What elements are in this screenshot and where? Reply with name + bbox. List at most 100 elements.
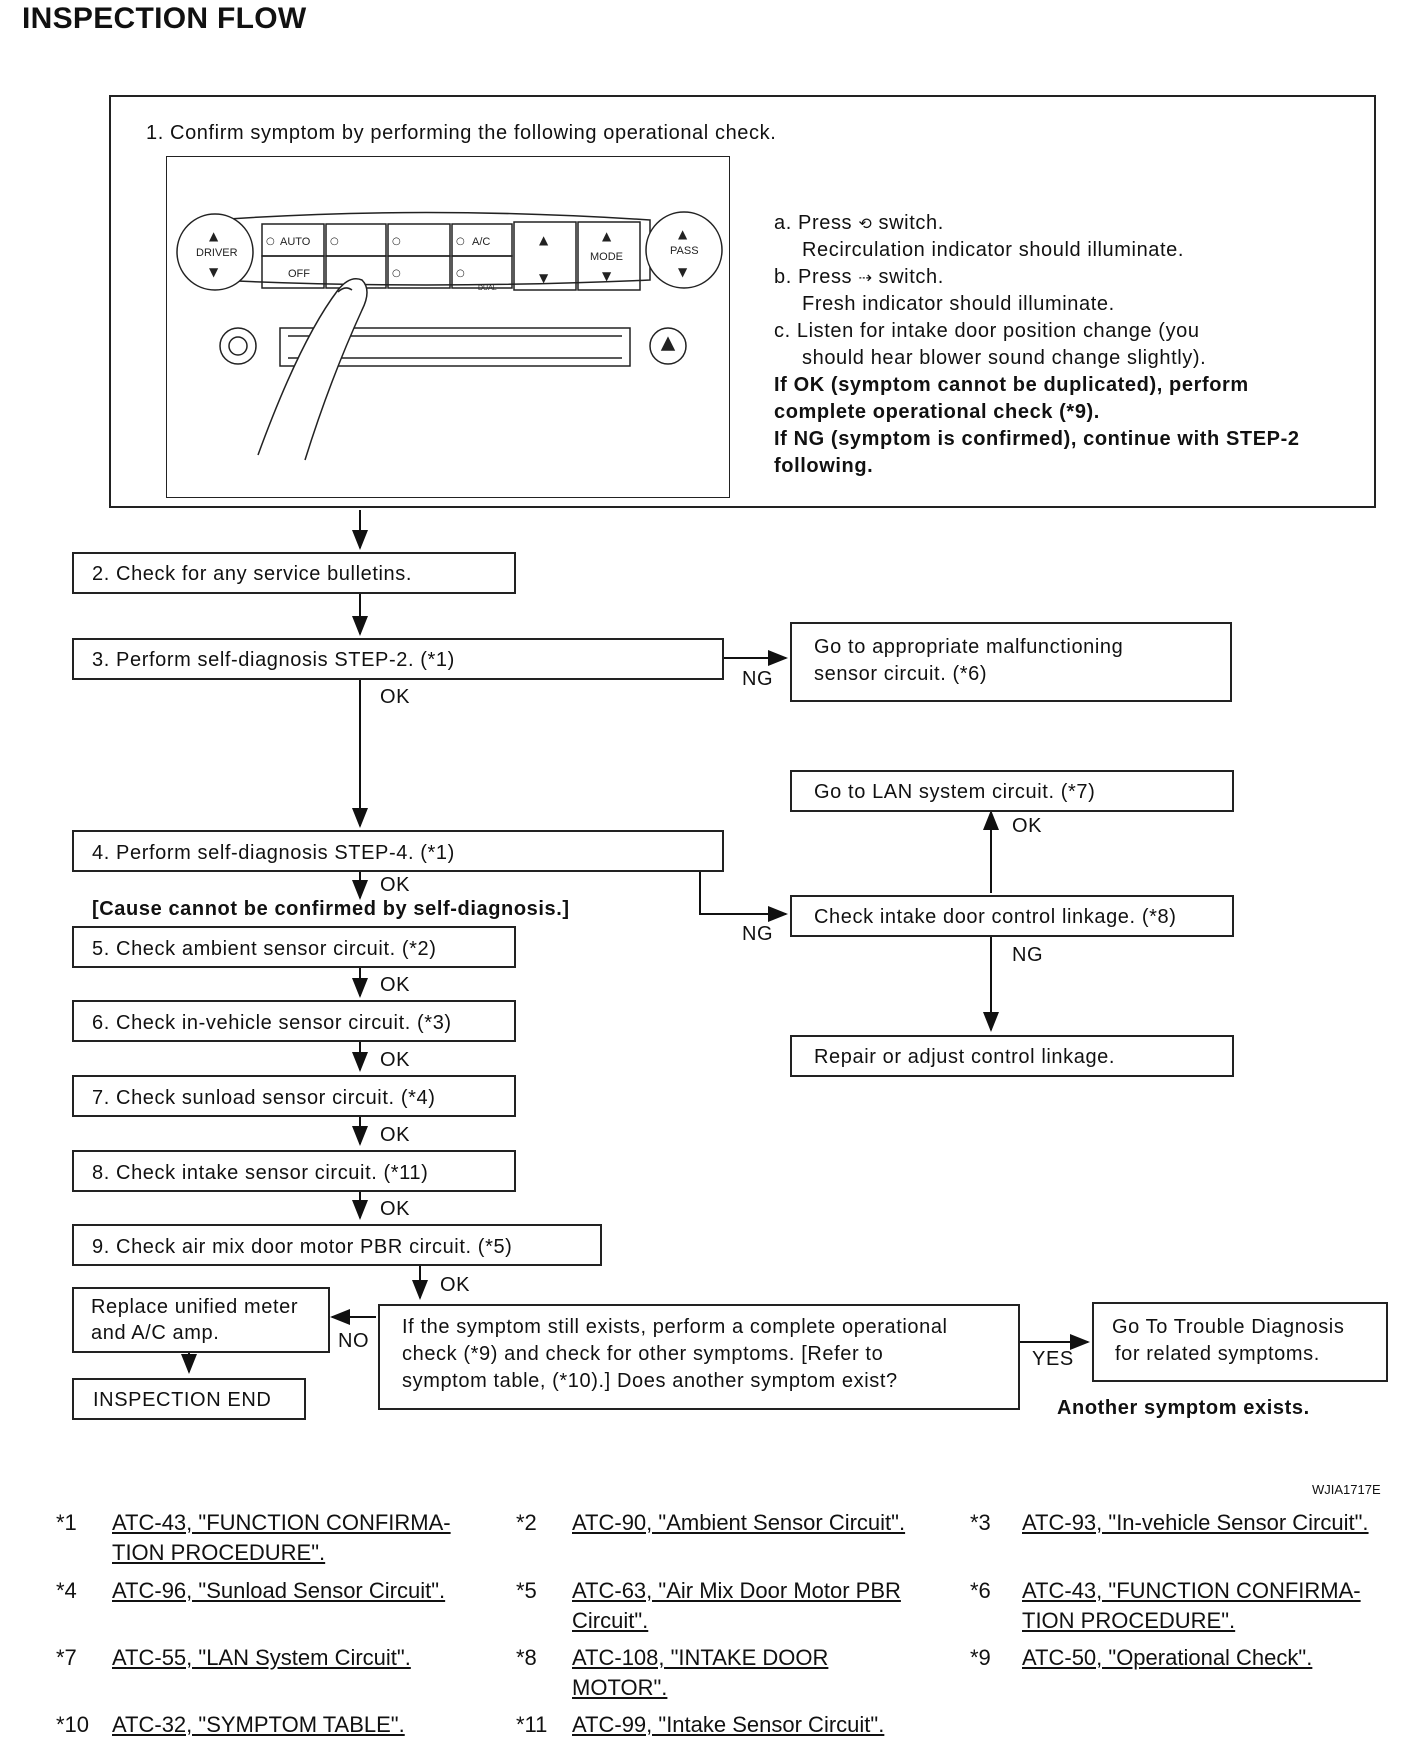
cause-note: [Cause cannot be confirmed by self-diagn… [92, 898, 570, 920]
step8-ok-label: OK [380, 1198, 411, 1220]
svg-text:AUTO: AUTO [280, 236, 311, 248]
linkage-ng-label: NG [1012, 944, 1044, 966]
question-text3: symptom table, (*10).] Does another symp… [402, 1370, 898, 1392]
svg-text:MODE: MODE [590, 251, 623, 263]
step3-text: 3. Perform self-diagnosis STEP-2. (*1) [92, 649, 455, 671]
instruction-b2: Fresh indicator should illuminate. [802, 293, 1115, 315]
step7-box [72, 1075, 516, 1117]
question-text2: check (*9) and check for other symptoms.… [402, 1343, 884, 1365]
step3-box [72, 638, 724, 680]
svg-text:▼: ▼ [539, 271, 549, 285]
svg-text:▲: ▲ [539, 233, 549, 247]
ref-link-6[interactable]: ATC-43, "FUNCTION CONFIRMA-TION PROCEDUR… [1022, 1578, 1361, 1633]
instruction-ng2: following. [774, 455, 874, 477]
ref-link-9[interactable]: ATC-50, "Operational Check". [1022, 1645, 1313, 1670]
step6-box [72, 1000, 516, 1042]
svg-text:▲: ▲ [602, 229, 612, 243]
step5-box [72, 926, 516, 968]
fresh-switch-icon: ⇢ [858, 270, 873, 287]
svg-text:▲: ▲ [678, 227, 688, 241]
step5-text: 5. Check ambient sensor circuit. (*2) [92, 938, 437, 960]
lan-text: Go to LAN system circuit. (*7) [814, 781, 1096, 803]
question-box [378, 1304, 1020, 1410]
ref-num-6: *6 [970, 1578, 991, 1603]
inspection-end-box [72, 1378, 306, 1420]
goto-text1: Go To Trouble Diagnosis [1112, 1316, 1345, 1338]
ref-num-7: *7 [56, 1645, 77, 1670]
another-symptom-note: Another symptom exists. [1057, 1397, 1310, 1419]
instruction-c2: should hear blower sound change slightly… [802, 347, 1207, 369]
step3-ok-label: OK [380, 686, 411, 708]
ref-link-4[interactable]: ATC-96, "Sunload Sensor Circuit". [112, 1578, 446, 1603]
ref-num-5: *5 [516, 1578, 537, 1603]
svg-text:○: ○ [456, 236, 465, 247]
lan-box [790, 770, 1234, 812]
ref-num-4: *4 [56, 1578, 77, 1603]
ref-num-2: *2 [516, 1510, 537, 1535]
ref-num-11: *11 [516, 1712, 548, 1737]
svg-text:○: ○ [456, 268, 465, 279]
recirc-switch-icon: ⟲ [858, 216, 873, 233]
goto-box [1092, 1302, 1388, 1382]
instruction-ok2: complete operational check (*9). [774, 401, 1100, 423]
step8-box [72, 1150, 516, 1192]
svg-text:○: ○ [392, 268, 401, 279]
ref-link-8[interactable]: ATC-108, "INTAKE DOOR MOTOR". [572, 1645, 829, 1700]
ref-link-10[interactable]: ATC-32, "SYMPTOM TABLE". [112, 1712, 405, 1737]
step8-text: 8. Check intake sensor circuit. (*11) [92, 1162, 429, 1184]
ref-link-11[interactable]: ATC-99, "Intake Sensor Circuit". [572, 1712, 885, 1737]
svg-text:○: ○ [266, 236, 275, 247]
step2-box [72, 552, 516, 594]
goto-text2: for related symptoms. [1115, 1343, 1320, 1365]
question-no-label: NO [338, 1330, 370, 1352]
step9-box [72, 1224, 602, 1266]
ref-link-2[interactable]: ATC-90, "Ambient Sensor Circuit". [572, 1510, 906, 1535]
step1-heading: 1. Confirm symptom by performing the fol… [146, 122, 777, 144]
instruction-a2: Recirculation indicator should illuminat… [802, 239, 1185, 261]
instruction-c1: c. Listen for intake door position chang… [774, 320, 1200, 342]
svg-text:○: ○ [392, 236, 401, 247]
svg-text:A/C: A/C [472, 236, 490, 248]
ref-link-1[interactable]: ATC-43, "FUNCTION CONFIRMA-TION PROCEDUR… [112, 1510, 451, 1565]
page-title: INSPECTION FLOW [22, 2, 307, 35]
svg-text:OFF: OFF [288, 268, 310, 280]
step4-ng-label: NG [742, 923, 774, 945]
svg-text:○: ○ [330, 236, 339, 247]
ref-link-7[interactable]: ATC-55, "LAN System Circuit". [112, 1645, 411, 1670]
ref-num-3: *3 [970, 1510, 991, 1535]
repair-box [790, 1035, 1234, 1077]
ref-num-10: *10 [56, 1712, 90, 1737]
malfunction-text1: Go to appropriate malfunctioning [814, 636, 1124, 658]
repair-text: Repair or adjust control linkage. [814, 1046, 1116, 1068]
ref-num-9: *9 [970, 1645, 991, 1670]
malfunction-box [790, 622, 1232, 702]
inspection-end-text: INSPECTION END [93, 1389, 272, 1411]
ref-link-3[interactable]: ATC-93, "In-vehicle Sensor Circuit". [1022, 1510, 1369, 1535]
panel-driver-label: DRIVER [196, 247, 238, 259]
step6-ok-label: OK [380, 1049, 411, 1071]
step7-ok-label: OK [380, 1124, 411, 1146]
svg-text:▲: ▲ [209, 229, 219, 243]
figure-id: WJIA1717E [1312, 1482, 1381, 1497]
ref-num-1: *1 [56, 1510, 77, 1535]
step3-ng-label: NG [742, 668, 774, 690]
question-text1: If the symptom still exists, perform a c… [402, 1316, 948, 1338]
ref-link-5[interactable]: ATC-63, "Air Mix Door Motor PBR Circuit"… [572, 1578, 901, 1633]
replace-text2: and A/C amp. [91, 1322, 220, 1344]
svg-text:DUAL: DUAL [478, 285, 497, 292]
instruction-b1: b. Press ⇢ switch. [774, 266, 944, 288]
step5-ok-label: OK [380, 974, 411, 996]
ref-num-8: *8 [516, 1645, 537, 1670]
linkage-text: Check intake door control linkage. (*8) [814, 906, 1177, 928]
question-yes-label: YES [1032, 1348, 1074, 1370]
malfunction-text2: sensor circuit. (*6) [814, 663, 988, 685]
step6-text: 6. Check in-vehicle sensor circuit. (*3) [92, 1012, 452, 1034]
step9-text: 9. Check air mix door motor PBR circuit.… [92, 1236, 513, 1258]
linkage-box [790, 895, 1234, 937]
step2-text: 2. Check for any service bulletins. [92, 563, 413, 585]
svg-text:▼: ▼ [209, 265, 219, 279]
step7-text: 7. Check sunload sensor circuit. (*4) [92, 1087, 436, 1109]
svg-text:▼: ▼ [602, 269, 612, 283]
instruction-ng1: If NG (symptom is confirmed), continue w… [774, 428, 1300, 450]
